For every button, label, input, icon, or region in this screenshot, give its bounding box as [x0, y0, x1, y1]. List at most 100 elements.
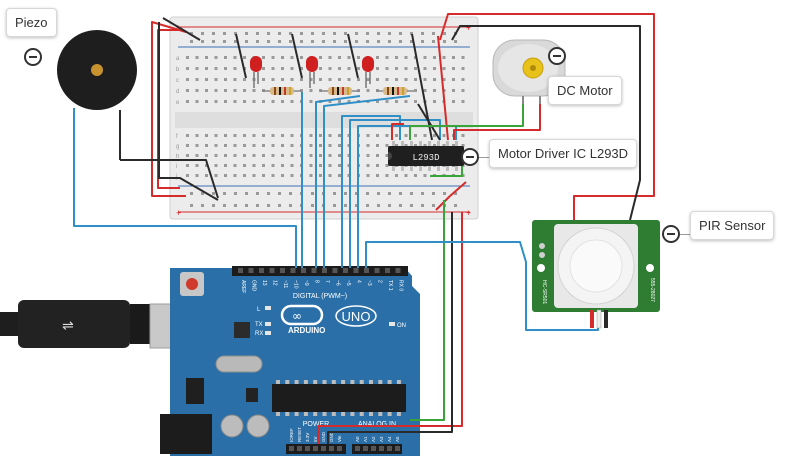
atmega-pin	[276, 380, 280, 384]
led-red-3[interactable]	[362, 56, 374, 88]
rail-hole	[201, 40, 204, 43]
analog-header-label: ANALOG IN	[358, 421, 396, 428]
digital-pin-hole	[269, 268, 275, 273]
rail-hole	[410, 32, 413, 35]
breadboard-hole	[290, 154, 294, 157]
breadboard-hole	[262, 78, 265, 81]
atmega-pin	[303, 380, 308, 384]
breadboard-hole	[271, 174, 275, 177]
breadboard-hole	[195, 164, 199, 167]
breadboard-hole	[452, 67, 455, 70]
svg-text:⇌: ⇌	[62, 318, 74, 334]
breadboard-hole	[186, 144, 189, 147]
pir-pin-toggle[interactable]	[662, 225, 680, 243]
digital-pin-label: 7	[324, 280, 330, 283]
breadboard-hole	[319, 154, 322, 157]
l293d-chip[interactable]: L293D	[388, 141, 464, 171]
dc-motor-pin-toggle[interactable]	[548, 47, 566, 65]
rail-hole	[399, 192, 402, 195]
breadboard-hole	[385, 67, 389, 70]
analog-pin-hole	[371, 446, 376, 451]
analog-pin-label: A1	[363, 436, 368, 442]
rail-hole	[410, 204, 413, 207]
analog-pin-label: A5	[395, 436, 400, 442]
rail-hole	[201, 192, 204, 195]
analog-pin-hole	[395, 446, 400, 451]
rail-hole	[278, 40, 281, 43]
resistor-3[interactable]	[376, 87, 414, 95]
rail-hole	[344, 40, 347, 43]
breadboard-hole	[252, 154, 256, 157]
breadboard-hole	[281, 144, 284, 147]
rail-hole	[410, 40, 413, 43]
atmega-pin	[369, 380, 373, 384]
chip-pin	[437, 165, 440, 171]
breadboard-hole	[347, 78, 351, 81]
rail-hole	[399, 204, 402, 207]
breadboard-hole	[214, 100, 218, 103]
breadboard-hole	[357, 67, 360, 70]
rail-hole	[190, 204, 193, 207]
breadboard-hole	[205, 89, 208, 92]
resistor-2[interactable]	[320, 87, 360, 95]
breadboard-hole	[461, 56, 465, 59]
usb-cable[interactable]: ⇌	[0, 300, 181, 349]
dc-motor[interactable]	[492, 39, 566, 104]
breadboard-hole	[252, 134, 256, 137]
rail-hole	[344, 204, 347, 207]
rail-hole	[344, 192, 347, 195]
breadboard-hole	[433, 56, 436, 59]
breadboard-hole	[404, 56, 408, 59]
pir-code-text: 555-28027	[649, 278, 655, 302]
breadboard-hole	[186, 56, 189, 59]
breadboard-hole	[319, 174, 322, 177]
power-pin-hole	[305, 446, 310, 451]
piezo-pin-toggle[interactable]	[24, 48, 42, 66]
breadboard-hole	[395, 67, 398, 70]
led-red-2[interactable]	[306, 56, 318, 88]
resistor-1[interactable]	[262, 87, 302, 95]
breadboard-hole	[243, 154, 246, 157]
breadboard-hole	[338, 164, 341, 167]
chip-pin	[410, 165, 413, 171]
breadboard-hole	[347, 56, 351, 59]
breadboard-hole	[281, 134, 284, 137]
rail-hole	[355, 204, 358, 207]
atmega-pin	[341, 380, 346, 384]
arduino-model: UNO	[342, 309, 371, 324]
atmega-pin	[294, 412, 299, 416]
breadboard-hole	[414, 144, 417, 147]
breadboard-hole	[262, 100, 265, 103]
chip-pin	[455, 165, 458, 171]
breadboard-hole	[376, 100, 379, 103]
rail-hole	[322, 32, 325, 35]
rail-hole	[278, 32, 281, 35]
breadboard-hole	[243, 144, 246, 147]
piezo-buzzer[interactable]	[57, 30, 137, 200]
breadboard-hole	[195, 100, 199, 103]
breadboard-hole	[309, 164, 313, 167]
breadboard-hole	[385, 134, 389, 137]
rail-hole	[432, 204, 435, 207]
rail-hole	[366, 192, 369, 195]
breadboard-hole	[262, 164, 265, 167]
rail-hole	[267, 192, 270, 195]
atmega-pin	[369, 412, 373, 416]
motor-driver-label: Motor Driver IC L293D	[498, 146, 629, 161]
digital-header-label: DIGITAL (PWM~)	[293, 293, 347, 300]
analog-pin-label: A3	[379, 436, 384, 442]
pir-sensor[interactable]: HC-SR501 555-28027	[532, 220, 660, 329]
rail-hole	[234, 40, 237, 43]
analog-pin-hole	[387, 446, 392, 451]
breadboard-hole	[328, 67, 332, 70]
breadboard-hole	[423, 134, 427, 137]
breadboard-hole	[319, 78, 322, 81]
breadboard-hole	[271, 154, 275, 157]
breadboard-hole	[376, 67, 379, 70]
breadboard-hole	[233, 134, 237, 137]
breadboard-hole	[262, 67, 265, 70]
motor-driver-pin-toggle[interactable]	[461, 148, 479, 166]
chip-pin	[392, 141, 395, 147]
led-red-1[interactable]	[250, 56, 262, 88]
